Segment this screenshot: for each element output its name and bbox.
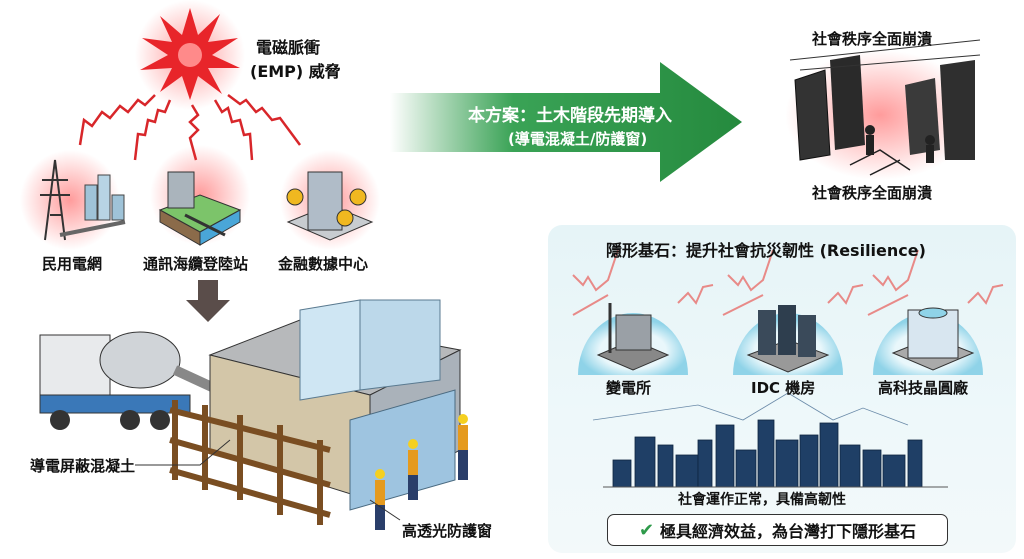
protective-window-label: 高透光防護窗 xyxy=(402,520,493,541)
check-coins-icon: ✔ xyxy=(638,519,655,541)
facility-label-idc: IDC 機房 xyxy=(751,379,816,397)
financial-data-center-icon xyxy=(280,150,380,250)
fab-building-icon xyxy=(891,307,975,371)
emp-wave-arrows xyxy=(78,94,302,161)
collapse-label-bottom: 社會秩序全面崩潰 xyxy=(812,184,933,202)
emp-starburst-icon xyxy=(135,0,245,110)
solution-arrow-icon xyxy=(390,62,742,182)
target-label-cable: 通訊海纜登陸站 xyxy=(143,255,249,273)
solution-title: 本方案：土木階段先期導入 xyxy=(468,106,672,126)
target-label-finance: 金融數據中心 xyxy=(278,255,369,273)
benefit-text: 極具經濟效益，為台灣打下隱形基石 xyxy=(660,522,917,541)
city-skyline-icon xyxy=(612,419,923,488)
target-label-grid: 民用電網 xyxy=(42,255,103,273)
conductive-concrete-label: 導電屏蔽混凝土 xyxy=(30,455,136,476)
substation-icon xyxy=(596,303,670,371)
collapse-label-top: 社會秩序全面崩潰 xyxy=(812,30,933,48)
benefit-box: ✔ 極具經濟效益，為台灣打下隱形基石 xyxy=(607,514,948,546)
idc-server-icon xyxy=(746,305,830,373)
submarine-cable-station-icon xyxy=(150,145,250,246)
emp-threat-title: 電磁脈衝 xyxy=(256,38,321,57)
resilience-panel: 隱形基石：提升社會抗災韌性 (Resilience) 變電所 IDC 機房 高科… xyxy=(548,225,1016,553)
city-caption: 社會運作正常，具備高韌性 xyxy=(678,492,846,508)
network-lines xyxy=(592,392,909,426)
facility-label-substation: 變電所 xyxy=(606,379,652,397)
collapsed-city-icon xyxy=(785,39,981,180)
down-arrow-icon xyxy=(186,280,230,322)
resilience-title: 隱形基石：提升社會抗災韌性 (Resilience) xyxy=(606,241,926,260)
emp-threat-subtitle: (EMP) 威脅 xyxy=(250,62,341,81)
solution-subtitle: (導電混凝土/防護窗) xyxy=(508,130,648,148)
power-grid-icon xyxy=(20,150,126,250)
resilience-illustration xyxy=(572,249,1004,488)
facility-label-fab: 高科技晶圓廠 xyxy=(878,379,969,397)
construction-scene xyxy=(39,299,468,530)
